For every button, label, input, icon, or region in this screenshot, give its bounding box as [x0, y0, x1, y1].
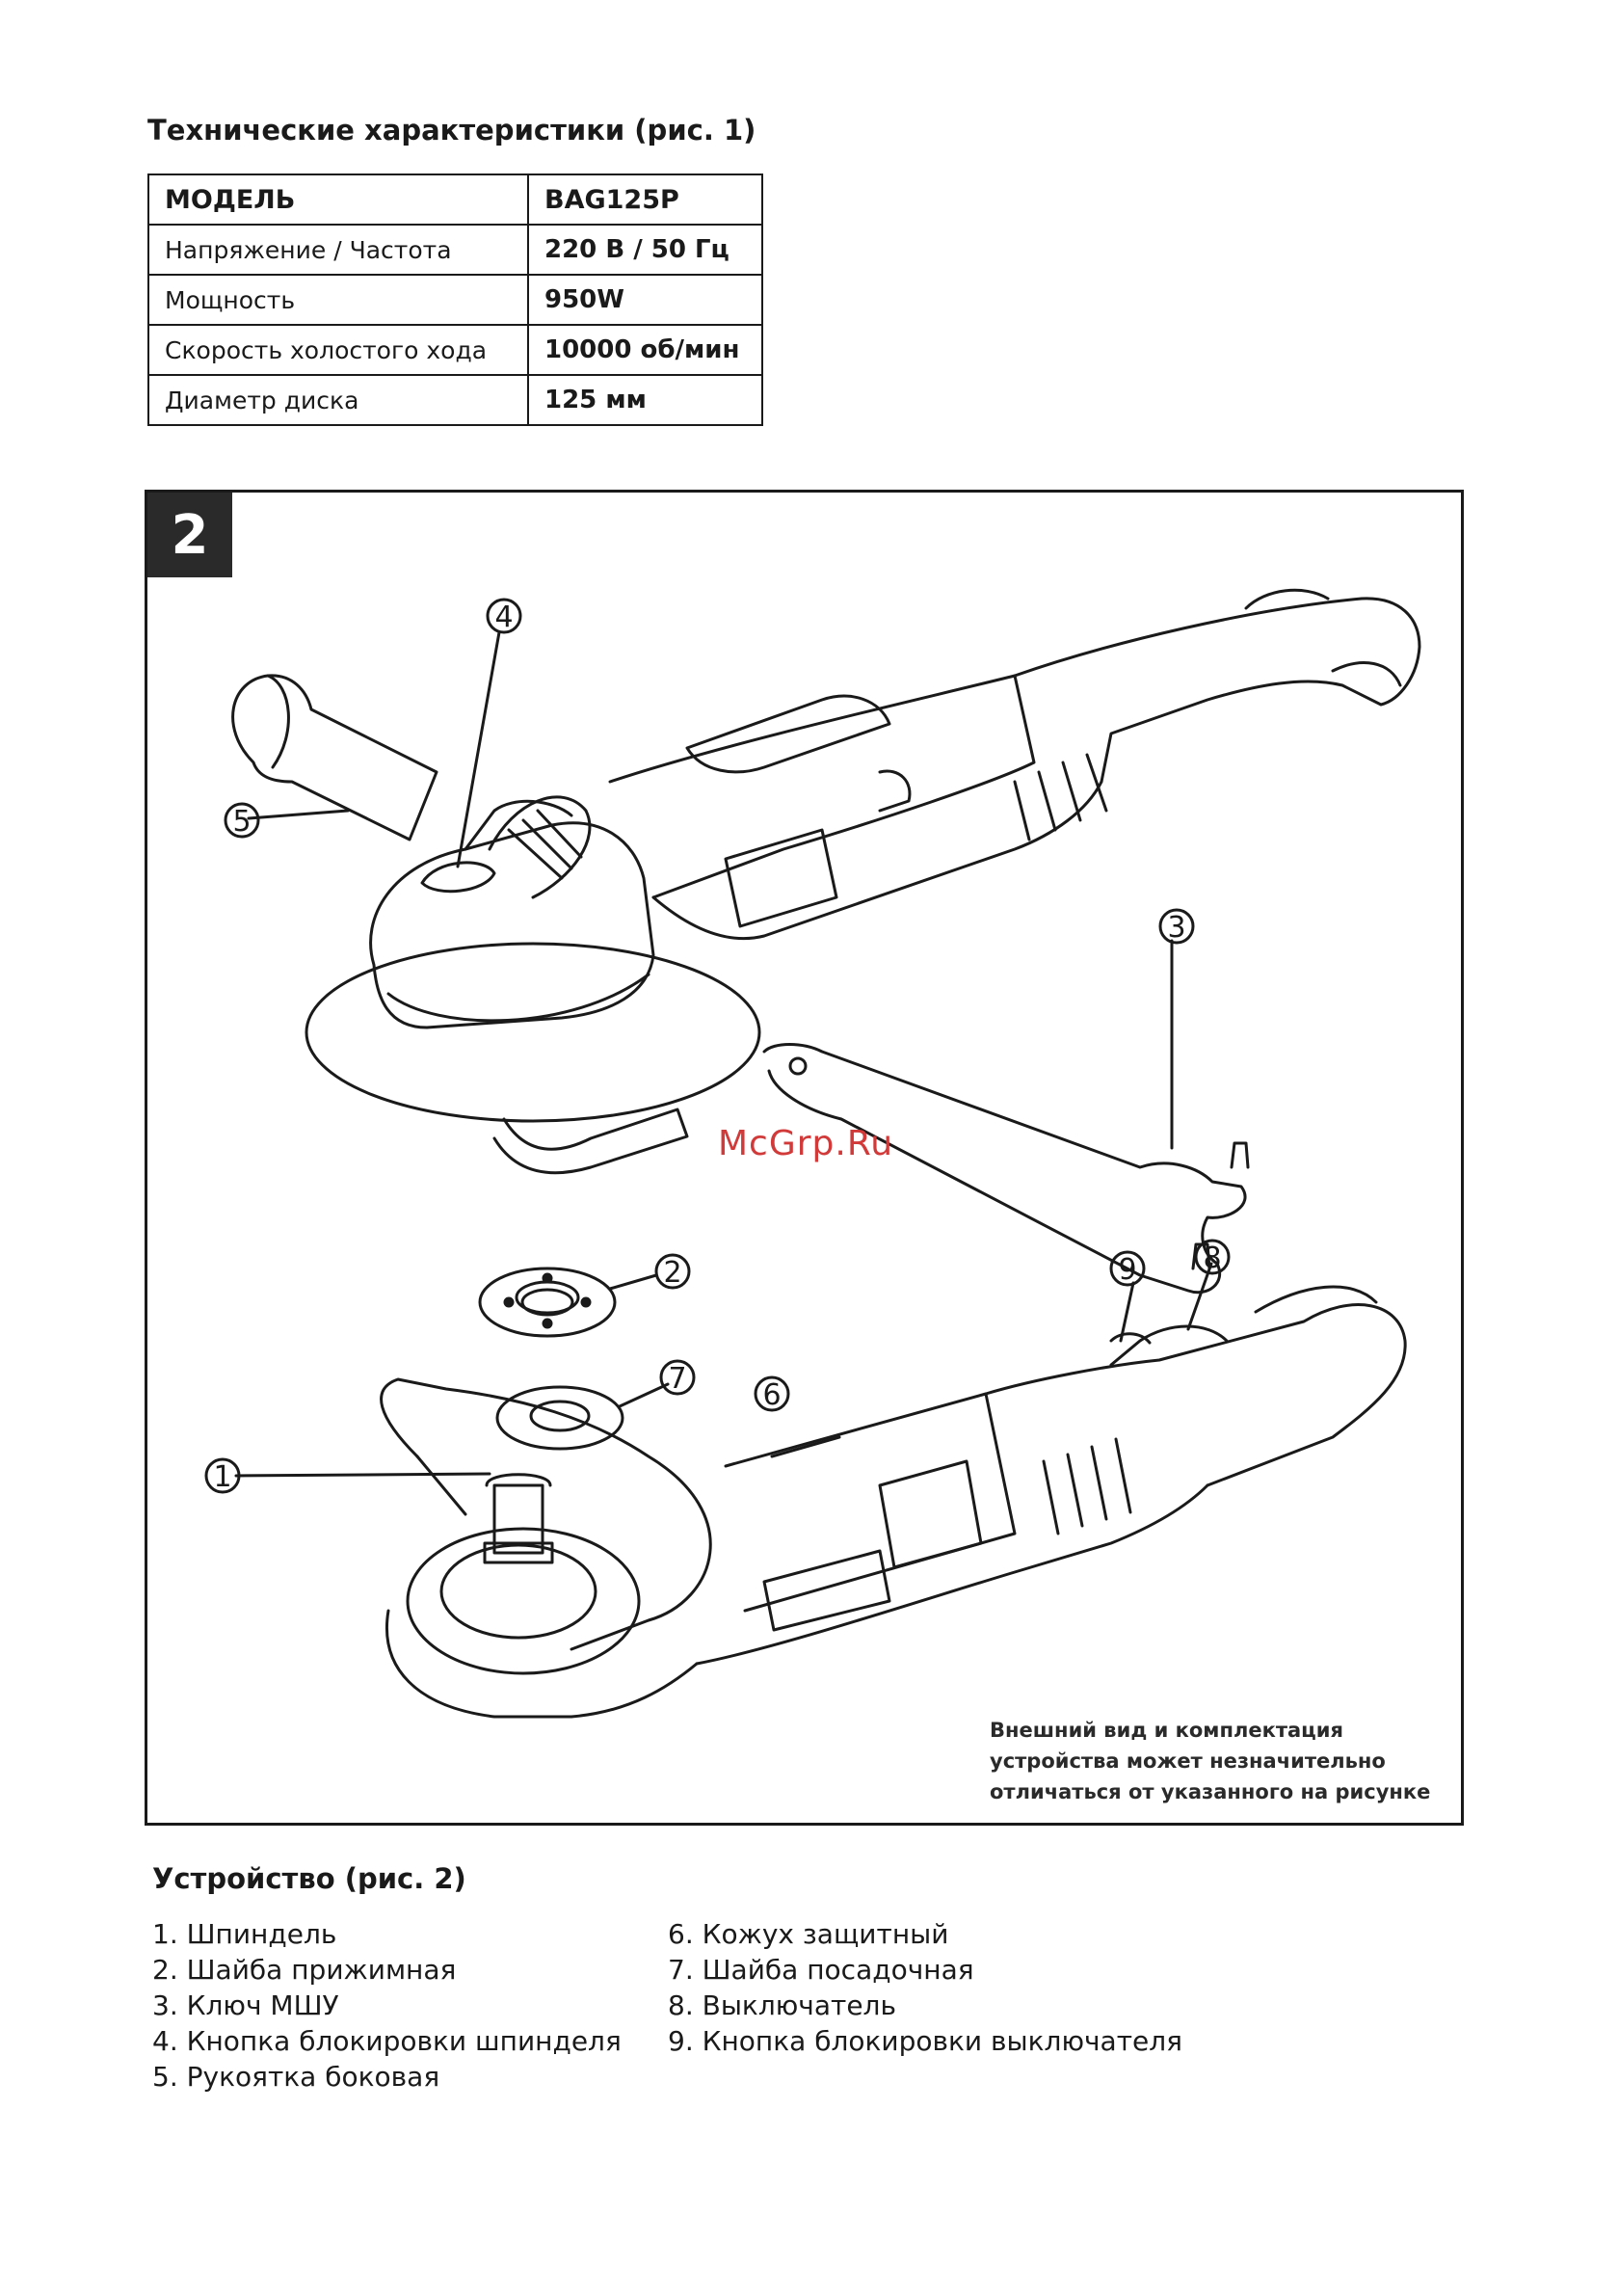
- disassembled-grinder-drawing: [234, 1262, 1407, 1719]
- callout-5-label: 5: [232, 805, 251, 839]
- table-row: Диаметр диска 125 мм: [147, 374, 763, 426]
- table-row: Скорость холостого хода 10000 об/мин: [147, 324, 763, 376]
- callout-6-label: 6: [762, 1378, 781, 1412]
- wrench-drawing: [762, 939, 1250, 1295]
- washer-drawings: [478, 1267, 670, 1451]
- device-section-title: Устройство (рис. 2): [152, 1862, 466, 1895]
- callout-3-label: 3: [1167, 911, 1185, 945]
- list-item: 6. Кожух защитный: [668, 1918, 949, 1950]
- spec-param: Напряжение / Частота: [147, 224, 529, 276]
- list-item: 4. Кнопка блокировки шпинделя: [152, 2025, 622, 2057]
- spec-param: Скорость холостого хода: [147, 324, 529, 376]
- spec-table: МОДЕЛЬ BAG125P Напряжение / Частота 220 …: [147, 174, 763, 426]
- figure-number-badge: 2: [147, 493, 232, 577]
- grinder-illustration: 4 5 3 2 7 6 9 8 1: [204, 588, 1421, 1719]
- callout-4-label: 4: [494, 601, 513, 634]
- list-item: 2. Шайба прижимная: [152, 1954, 457, 1986]
- figure-2-panel: 4 5 3 2 7 6 9 8 1 2 McGrp.Ru Внешний вид…: [145, 490, 1464, 1826]
- table-row: Мощность 950W: [147, 274, 763, 326]
- spec-value: 220 В / 50 Гц: [527, 224, 763, 276]
- spec-table-header-row: МОДЕЛЬ BAG125P: [147, 174, 763, 226]
- table-row: Напряжение / Частота 220 В / 50 Гц: [147, 224, 763, 276]
- list-item: 8. Выключатель: [668, 1989, 896, 2021]
- spec-header-param: МОДЕЛЬ: [147, 174, 529, 226]
- watermark: McGrp.Ru: [718, 1124, 894, 1163]
- assembled-grinder-drawing: [231, 588, 1421, 1175]
- list-item: 1. Шпиндель: [152, 1918, 337, 1950]
- callout-7-label: 7: [668, 1362, 686, 1396]
- callout-8-label: 8: [1203, 1241, 1221, 1275]
- spec-value: 125 мм: [527, 374, 763, 426]
- spec-param: Диаметр диска: [147, 374, 529, 426]
- list-item: 5. Рукоятка боковая: [152, 2061, 440, 2093]
- list-item: 3. Ключ МШУ: [152, 1989, 339, 2021]
- appearance-note: Внешний вид и комплектация устройства мо…: [990, 1719, 1431, 1803]
- spec-header-value: BAG125P: [527, 174, 763, 226]
- spec-value: 950W: [527, 274, 763, 326]
- callout-1-label: 1: [213, 1460, 231, 1494]
- callout-9-label: 9: [1118, 1253, 1136, 1287]
- callout-2-label: 2: [663, 1256, 681, 1290]
- list-item: 7. Шайба посадочная: [668, 1954, 974, 1986]
- spec-value: 10000 об/мин: [527, 324, 763, 376]
- spec-title: Технические характеристики (рис. 1): [147, 114, 756, 147]
- list-item: 9. Кнопка блокировки выключателя: [668, 2025, 1182, 2057]
- parts-list-right: 6. Кожух защитный 7. Шайба посадочная 8.…: [668, 1916, 1182, 2059]
- callout-circles: [204, 598, 1231, 1494]
- spec-param: Мощность: [147, 274, 529, 326]
- parts-list-left: 1. Шпиндель 2. Шайба прижимная 3. Ключ М…: [152, 1916, 622, 2095]
